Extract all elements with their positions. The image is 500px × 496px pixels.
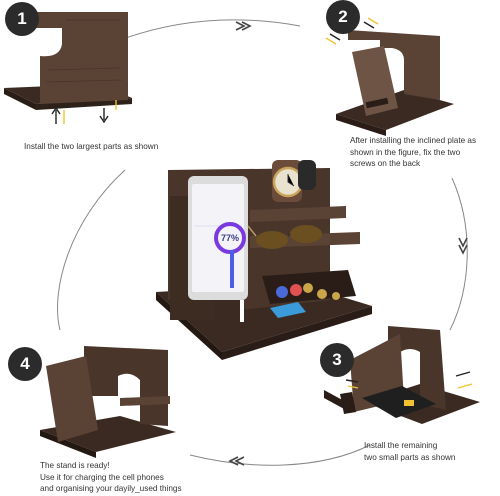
step-badge-4: 4 [8,347,42,381]
install-arrows [51,100,117,124]
sunglasses [247,225,322,249]
double-chevron-icon [458,237,468,255]
caption-line: Install the two largest parts as shown [24,142,159,151]
stand-with-inclined-plate [336,30,454,136]
arrow-step1-to-step2 [119,19,301,41]
watch [272,160,316,202]
step4-caption: The stand is ready! Use it for charging … [40,460,182,495]
phone: 77% [188,176,248,322]
keys-and-clips [270,283,340,318]
caption-line: screws on the back [350,159,421,168]
caption-line: Install the remaining [364,441,438,450]
step1-caption: Install the two largest parts as shown [24,141,158,153]
caption-line: After installing the inclined plate as [350,136,477,145]
step3-caption: Install the remaining two small parts as… [364,440,455,463]
arrow-step3-to-step4 [189,444,371,466]
small-part [340,392,356,414]
step-badge-3: 3 [320,343,354,377]
wood-parts-large [4,12,132,110]
caption-line: and organising your dayily_used things [40,484,182,493]
double-chevron-icon [228,456,245,466]
screw-arrows [325,17,379,45]
step-badge-2: 2 [326,0,360,34]
small-part [324,390,346,410]
battery-percent: 77% [221,233,239,243]
partial-stand [324,326,480,424]
charging-cable [240,300,244,322]
caption-line: The stand is ready! [40,461,110,470]
caption-line: Use it for charging the cell phones [40,472,164,482]
step-badge-1: 1 [5,2,39,36]
screw-arrows [345,371,473,389]
double-chevron-icon [235,21,252,31]
caption-line: two small parts as shown [364,452,456,462]
assembled-stand [40,346,176,458]
caption-line: shown in the figure, fix the two [350,147,461,157]
arrow-step4-to-center [57,169,126,331]
arrow-step2-to-step3 [449,177,468,331]
step2-caption: After installing the inclined plate as s… [350,135,476,170]
